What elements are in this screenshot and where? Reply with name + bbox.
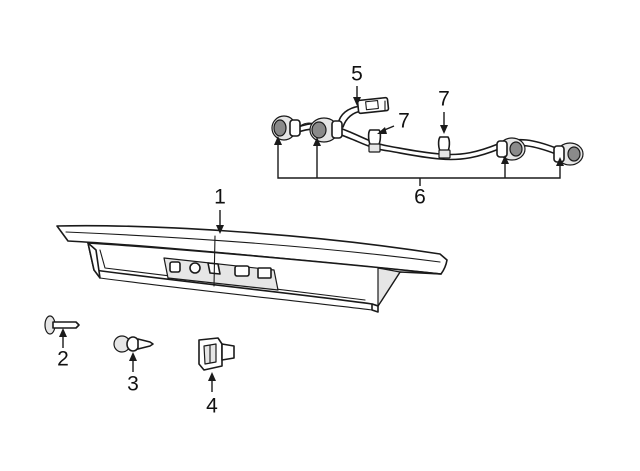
callout-2: 2	[57, 348, 69, 371]
bulb-left	[367, 129, 382, 153]
callout-3: 3	[127, 373, 139, 396]
socket-right-2	[553, 142, 584, 166]
callout-7-left: 7	[398, 110, 410, 133]
callout-5: 5	[351, 63, 363, 86]
callout-7-right: 7	[438, 88, 450, 111]
wire-connector	[356, 96, 390, 115]
retainer-clip	[113, 335, 154, 353]
callout-3-leader	[129, 352, 137, 372]
callout-5-leader	[353, 86, 361, 106]
callout-4-leader	[208, 372, 216, 392]
callout-7a-leader	[377, 125, 395, 134]
callout-6: 6	[414, 186, 426, 209]
socket-left-2	[309, 117, 343, 143]
spring-nut-clip	[198, 337, 235, 371]
callout-2-leader	[59, 328, 67, 348]
socket-left-1	[271, 115, 301, 141]
push-pin	[44, 315, 80, 335]
callout-1: 1	[214, 186, 226, 209]
callout-4: 4	[206, 395, 218, 418]
callout-1-leader	[216, 210, 224, 234]
callout-6-leader	[274, 136, 564, 186]
callout-7b-leader	[440, 112, 448, 134]
applique-panel	[56, 224, 448, 313]
socket-right-1	[496, 137, 526, 161]
bulb-center	[437, 136, 451, 159]
